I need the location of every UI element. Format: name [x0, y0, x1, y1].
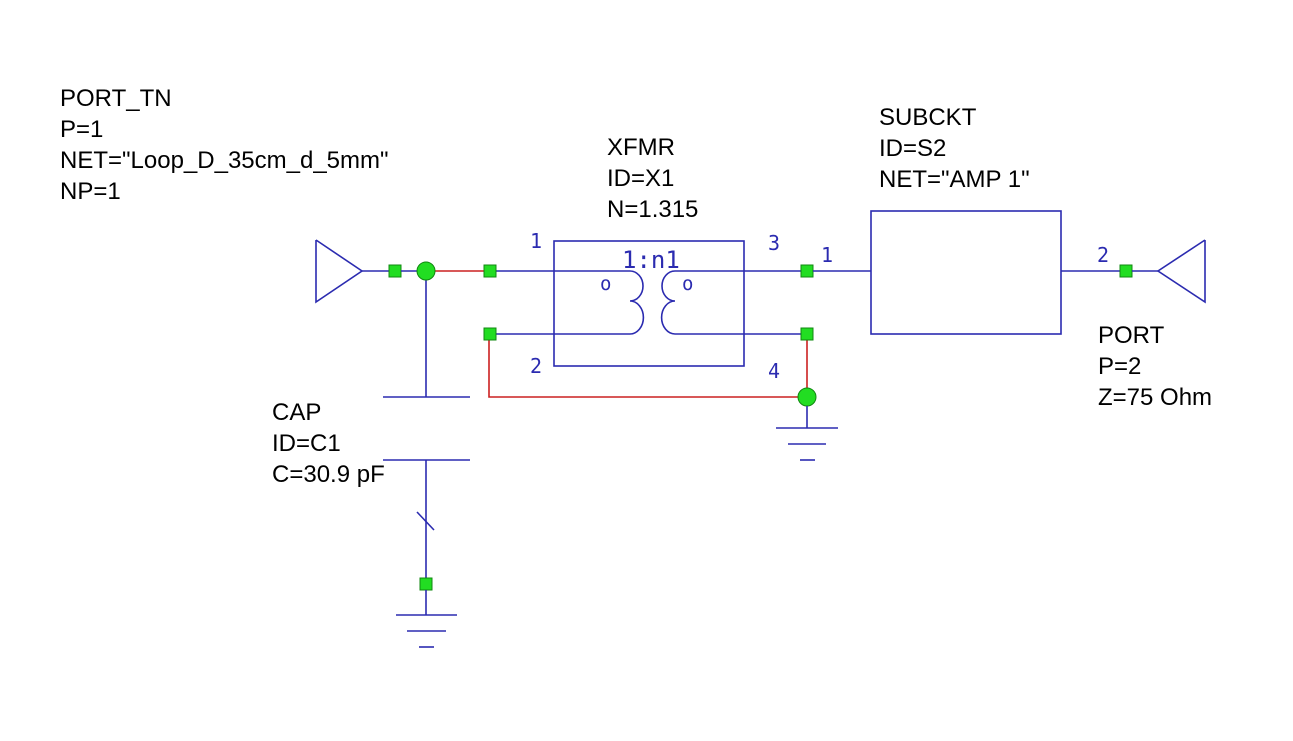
port-tn-pin-node[interactable] [388, 264, 402, 278]
cap-label: CAP ID=C1 C=30.9 pF [272, 399, 385, 488]
port-tn-np-label: NP=1 [60, 178, 121, 205]
junction-node-ground[interactable] [797, 387, 817, 407]
port-tn-p-label: P=1 [60, 116, 103, 143]
output-port-arrow-shape [1156, 239, 1206, 304]
xfmr-secondary-coil [660, 270, 676, 335]
ground-symbol [776, 406, 838, 461]
xfmr-n-label: N=1.315 [607, 196, 698, 223]
subckt-id-label: ID=S2 [879, 135, 946, 162]
port-tn-label: PORT_TN P=1 NET="Loop_D_35cm_d_5mm" NP=1 [60, 85, 389, 205]
output-port-type-label: PORT [1098, 322, 1165, 349]
cap-pin-node[interactable] [419, 577, 433, 591]
subckt-pin1-number: 1 [821, 243, 833, 267]
subckt-net-label: NET="AMP 1" [879, 166, 1030, 193]
subckt-body [870, 210, 1062, 335]
xfmr-pin2-number: 2 [530, 354, 542, 378]
subcircuit-symbol[interactable]: 1 2 [813, 210, 1133, 335]
output-port-symbol[interactable] [1132, 239, 1206, 304]
xfmr-primary-coil [629, 270, 645, 335]
output-port-z-label: Z=75 Ohm [1098, 384, 1212, 411]
xfmr-pin1-number: 1 [530, 229, 542, 253]
subckt-pin2-node[interactable] [1119, 264, 1133, 278]
subckt-type-label: SUBCKT [879, 104, 977, 131]
cap-tick-mark [416, 511, 435, 531]
xfmr-body [553, 240, 745, 367]
xfmr-pin3-node[interactable] [800, 264, 814, 278]
wire-xfmr-pin2-to-ground[interactable] [488, 340, 807, 398]
capacitor-symbol[interactable] [383, 396, 470, 648]
xfmr-pin4-number: 4 [768, 359, 780, 383]
port-tn-symbol[interactable] [315, 239, 402, 304]
xfmr-id-label: ID=X1 [607, 165, 674, 192]
xfmr-type-label: XFMR [607, 134, 675, 161]
xfmr-pin4-node[interactable] [800, 327, 814, 341]
port-tn-type-label: PORT_TN [60, 85, 172, 112]
port-tn-arrow-shape [315, 239, 364, 304]
output-port-p-label: P=2 [1098, 353, 1141, 380]
subckt-label: SUBCKT ID=S2 NET="AMP 1" [879, 104, 1030, 193]
xfmr-pin2-node[interactable] [483, 327, 497, 341]
junction-node-input[interactable] [416, 261, 436, 281]
port-tn-net-label: NET="Loop_D_35cm_d_5mm" [60, 147, 389, 174]
xfmr-pin3-number: 3 [768, 231, 780, 255]
subckt-pin2-number: 2 [1097, 243, 1109, 267]
xfmr-secondary-dot: o [682, 273, 693, 295]
output-port-label: PORT P=2 Z=75 Ohm [1098, 322, 1212, 411]
cap-type-label: CAP [272, 399, 321, 426]
xfmr-ratio-label: 1:n1 [622, 246, 680, 274]
cap-value-label: C=30.9 pF [272, 461, 385, 488]
xfmr-label: XFMR ID=X1 N=1.315 [607, 134, 698, 223]
transformer-symbol[interactable]: 1:n1 o o 1 2 3 4 [483, 229, 814, 383]
xfmr-primary-dot: o [600, 273, 611, 295]
cap-id-label: ID=C1 [272, 430, 341, 457]
xfmr-pin1-node[interactable] [483, 264, 497, 278]
